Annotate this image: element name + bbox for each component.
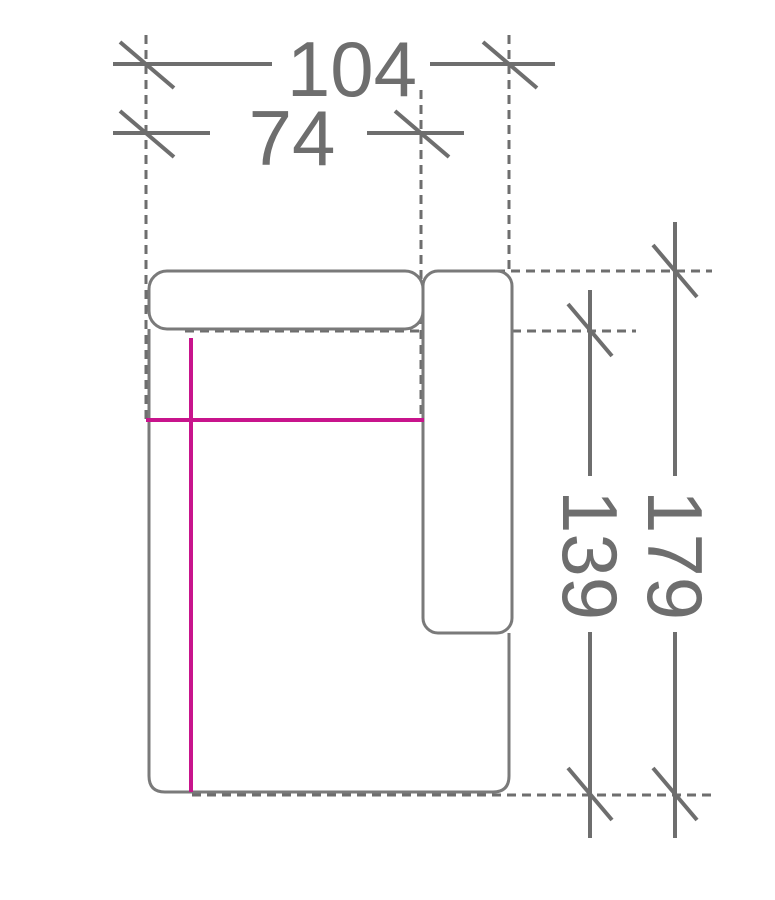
sofa-outline [147,269,514,794]
seat-depth-label: 139 [546,490,634,620]
seat-width-label: 74 [249,94,336,182]
overall-depth-label: 179 [631,490,719,620]
dimension-overall-width: 104 [113,25,555,113]
dimension-overall-depth: 179 [631,222,719,838]
backrest [147,269,425,331]
extension-lines [144,35,712,797]
seat-body [147,329,511,794]
armrest [421,269,514,635]
dimension-seat-width: 74 [113,94,464,182]
seat-markers [146,338,424,792]
overall-width-label: 104 [287,25,417,113]
dimension-seat-depth: 139 [546,290,634,838]
